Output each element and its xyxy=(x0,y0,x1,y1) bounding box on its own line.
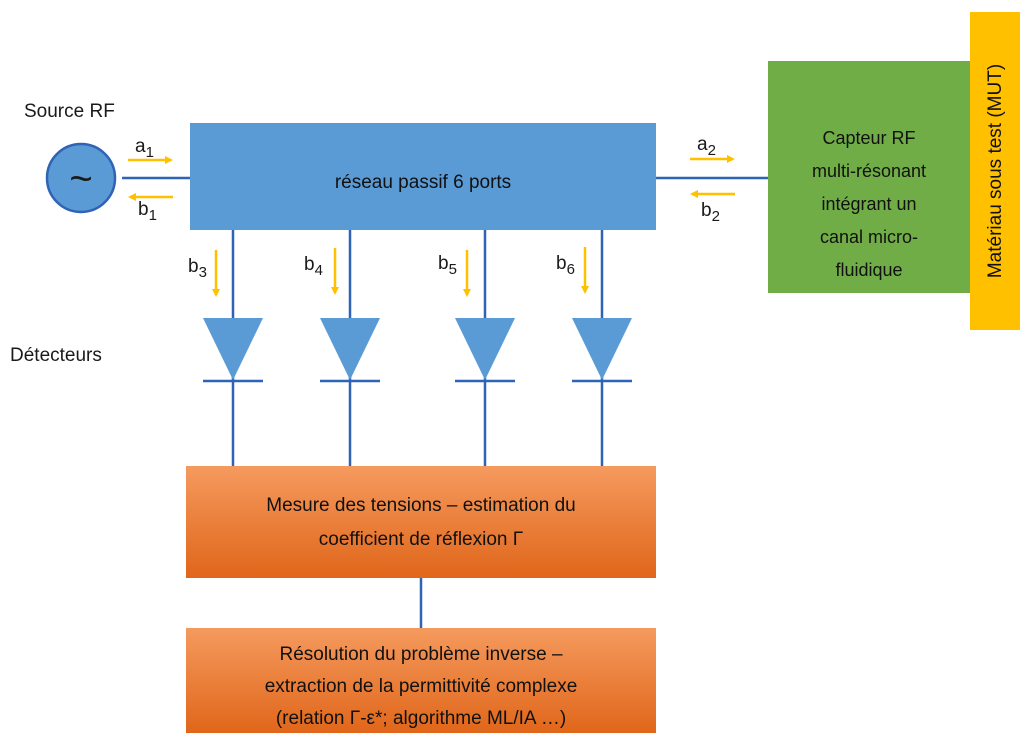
b4-label: b4 xyxy=(304,254,323,279)
sensor-line: Capteur RF xyxy=(822,128,915,148)
detectors xyxy=(203,318,632,383)
wave-labels: a1 b1 a2 b2 b3 b4 b5 b6 xyxy=(135,134,720,281)
sensor-box xyxy=(768,61,970,293)
sensor-line: intégrant un xyxy=(821,194,916,214)
mut-bar xyxy=(970,12,1020,330)
inverse-line: Résolution du problème inverse – xyxy=(279,644,562,665)
a2-label: a2 xyxy=(697,134,716,159)
a1-label: a1 xyxy=(135,136,154,161)
detector-diode-icon xyxy=(455,318,515,383)
wave-arrows xyxy=(128,155,735,297)
sensor-line: multi-résonant xyxy=(812,161,926,181)
detectors-label: Détecteurs xyxy=(10,345,102,366)
sine-symbol: ~ xyxy=(69,157,92,201)
detector-diode-icon xyxy=(320,318,380,383)
inverse-line: extraction de la permittivité complexe xyxy=(265,676,578,697)
b6-label: b6 xyxy=(556,253,575,278)
network-label: réseau passif 6 ports xyxy=(335,172,511,193)
b2-label: b2 xyxy=(701,200,720,225)
sensor-line: canal micro- xyxy=(820,227,918,247)
detector-diode-icon xyxy=(572,318,632,383)
measure-line: Mesure des tensions – estimation du xyxy=(266,495,575,516)
source-label: Source RF xyxy=(24,101,115,122)
mut-label: Matériau sous test (MUT) xyxy=(985,64,1006,278)
b1-label: b1 xyxy=(138,199,157,224)
b3-label: b3 xyxy=(188,256,207,281)
measure-line: coefficient de réflexion Γ xyxy=(319,529,523,550)
inverse-line: (relation Γ-ε*; algorithme ML/IA …) xyxy=(276,708,566,729)
six-port-network-box xyxy=(190,123,656,230)
sensor-line: fluidique xyxy=(835,260,902,280)
rf-source-icon: ~ xyxy=(45,142,117,214)
measure-box xyxy=(186,466,656,578)
inverse-box xyxy=(186,628,656,733)
measure-text: Mesure des tensions – estimation du coef… xyxy=(266,495,575,550)
b5-label: b5 xyxy=(438,253,457,278)
inverse-text: Résolution du problème inverse – extract… xyxy=(265,644,578,729)
detector-diode-icon xyxy=(203,318,263,383)
sensor-text: Capteur RF multi-résonant intégrant un c… xyxy=(812,128,926,280)
